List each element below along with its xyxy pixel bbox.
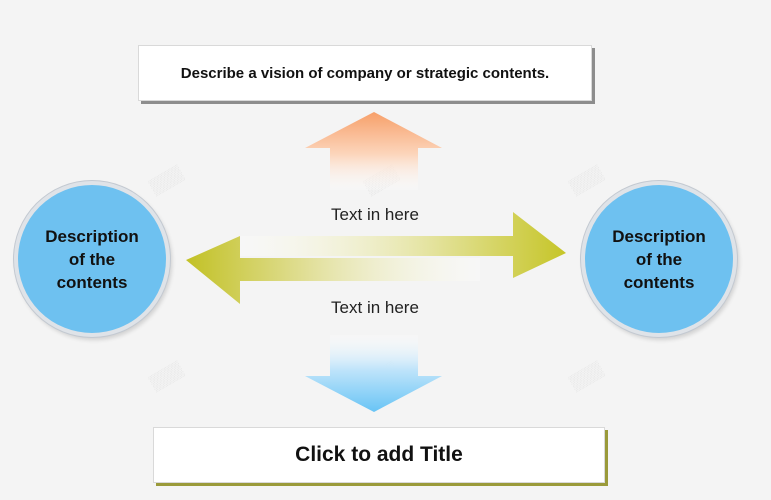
up-arrow <box>305 112 442 190</box>
lower-arrow-label[interactable]: Text in here <box>331 298 419 317</box>
right-arrow <box>240 212 566 278</box>
left-description-text: Description of the contents <box>45 226 139 292</box>
left-description-circle[interactable]: Description of the contents <box>14 181 170 337</box>
title-placeholder-text: Click to add Title <box>295 443 463 466</box>
vision-text: Describe a vision of company or strategi… <box>180 64 550 82</box>
right-description-text: Description of the contents <box>612 226 706 292</box>
right-description-circle[interactable]: Description of the contents <box>581 181 737 337</box>
left-arrow <box>186 236 480 304</box>
upper-arrow-label[interactable]: Text in here <box>331 205 419 224</box>
title-placeholder-box[interactable]: Click to add Title <box>153 427 605 483</box>
down-arrow <box>305 335 442 412</box>
vision-text-box[interactable]: Describe a vision of company or strategi… <box>138 45 592 101</box>
